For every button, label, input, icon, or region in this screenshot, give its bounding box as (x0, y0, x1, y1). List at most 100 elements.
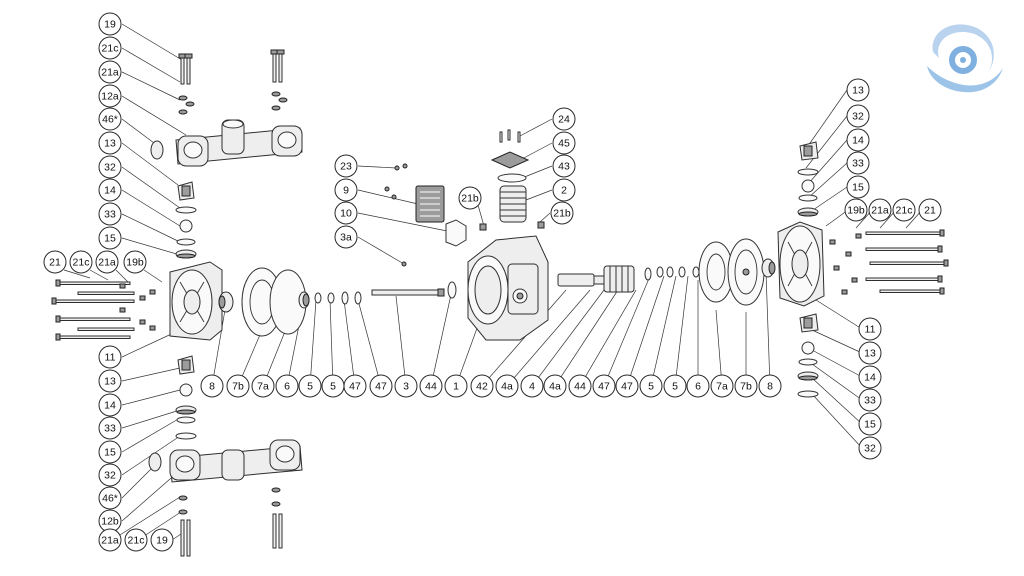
top-manifold-assembly (150, 49, 303, 167)
callout-text: 6 (695, 381, 701, 393)
callout-text: 45 (558, 138, 570, 150)
callout-text: 21c (128, 535, 145, 547)
callout-12a: 12a (98, 84, 122, 108)
callout-text: 5 (307, 381, 313, 393)
callout-text: 33 (864, 395, 876, 407)
callout-8: 8 (758, 374, 782, 398)
left-diaphragm-set (218, 267, 457, 337)
callout-14: 14 (98, 393, 122, 417)
callout-text: 21c (896, 205, 913, 217)
callout-text: 21a (871, 205, 889, 217)
callout-2: 2 (552, 178, 576, 202)
callout-21c: 21c (892, 198, 916, 222)
right-diaphragm-set (557, 238, 776, 306)
callout-5: 5 (663, 374, 687, 398)
callout-21c: 21c (98, 36, 122, 60)
callout-text: 13 (104, 138, 116, 150)
callout-32: 32 (98, 155, 122, 179)
callout-text: 24 (558, 114, 570, 126)
callout-33: 33 (98, 416, 122, 440)
callout-text: 2 (561, 185, 567, 197)
callout-11: 11 (98, 345, 122, 369)
callout-15: 15 (858, 412, 882, 436)
callout-47: 47 (343, 374, 367, 398)
callout-text: 47 (621, 381, 633, 393)
center-section (384, 129, 549, 341)
callout-text: 21c (102, 43, 119, 55)
callout-13: 13 (858, 341, 882, 365)
shaft-3 (371, 289, 443, 296)
callout-text: 21b (461, 193, 479, 205)
callout-text: 7a (257, 381, 269, 393)
callout-group-left-mid: 21 21c 21a 19b (43, 250, 147, 274)
left-valve-stack (175, 181, 197, 259)
callout-15: 15 (98, 440, 122, 464)
callout-23: 23 (334, 154, 358, 178)
callout-21a: 21a (868, 198, 892, 222)
callout-text: 33 (852, 158, 864, 170)
callout-6: 6 (686, 374, 710, 398)
callout-text: 7a (716, 381, 728, 393)
callout-33: 33 (98, 202, 122, 226)
callout-text: 13 (852, 85, 864, 97)
callout-46star: 46* (98, 107, 122, 131)
callout-text: 1 (453, 381, 459, 393)
callout-text: 15 (104, 233, 116, 245)
callout-47: 47 (369, 374, 393, 398)
bolt (278, 51, 283, 83)
callout-19b: 19b (123, 250, 147, 274)
callout-text: 23 (340, 161, 352, 173)
callout-32: 32 (858, 436, 882, 460)
callout-text: 11 (105, 352, 116, 364)
callout-3a: 3a (334, 225, 358, 249)
callout-text: 32 (864, 443, 876, 455)
left-lower-valve-stack (175, 355, 197, 440)
callout-19: 19 (150, 528, 174, 552)
callout-text: 33 (104, 423, 116, 435)
callout-32: 32 (846, 104, 870, 128)
callout-text: 14 (852, 135, 864, 147)
callout-group-bottom-left: 21a 21c 19 (98, 528, 174, 552)
callout-text: 44 (574, 381, 586, 393)
callout-21a: 21a (95, 250, 119, 274)
callout-text: 47 (598, 381, 610, 393)
callout-44: 44 (568, 374, 592, 398)
callout-text: 19 (104, 19, 116, 31)
callout-text: 21a (101, 67, 119, 79)
callout-text: 21b (553, 208, 571, 220)
callout-text: 21a (101, 535, 119, 547)
leader-lines (63, 23, 923, 541)
callout-21c: 21c (69, 250, 93, 274)
callout-13: 13 (98, 131, 122, 155)
callout-text: 19 (156, 535, 168, 547)
callout-text: 6 (284, 381, 290, 393)
right-outer-chamber (777, 141, 949, 398)
callout-1: 1 (444, 374, 468, 398)
callout-text: 21 (924, 205, 936, 217)
callout-text: 11 (865, 324, 876, 336)
callout-21a: 21a (98, 60, 122, 84)
callout-5: 5 (298, 374, 322, 398)
callout-6: 6 (275, 374, 299, 398)
swirl-logo-icon (927, 24, 1003, 93)
callout-46star: 46* (98, 486, 122, 510)
callout-text: 19b (847, 205, 865, 217)
callout-text: 47 (375, 381, 387, 393)
callout-21a: 21a (98, 528, 122, 552)
callout-19: 19 (98, 12, 122, 36)
callout-24: 24 (552, 107, 576, 131)
callout-7a: 7a (710, 374, 734, 398)
callout-text: 5 (330, 381, 336, 393)
callout-text: 21a (98, 257, 116, 269)
callout-21b: 21b (458, 186, 482, 210)
callout-14: 14 (98, 178, 122, 202)
callout-text: 14 (104, 185, 116, 197)
callout-7b: 7b (226, 374, 250, 398)
callout-text: 21 (49, 257, 61, 269)
